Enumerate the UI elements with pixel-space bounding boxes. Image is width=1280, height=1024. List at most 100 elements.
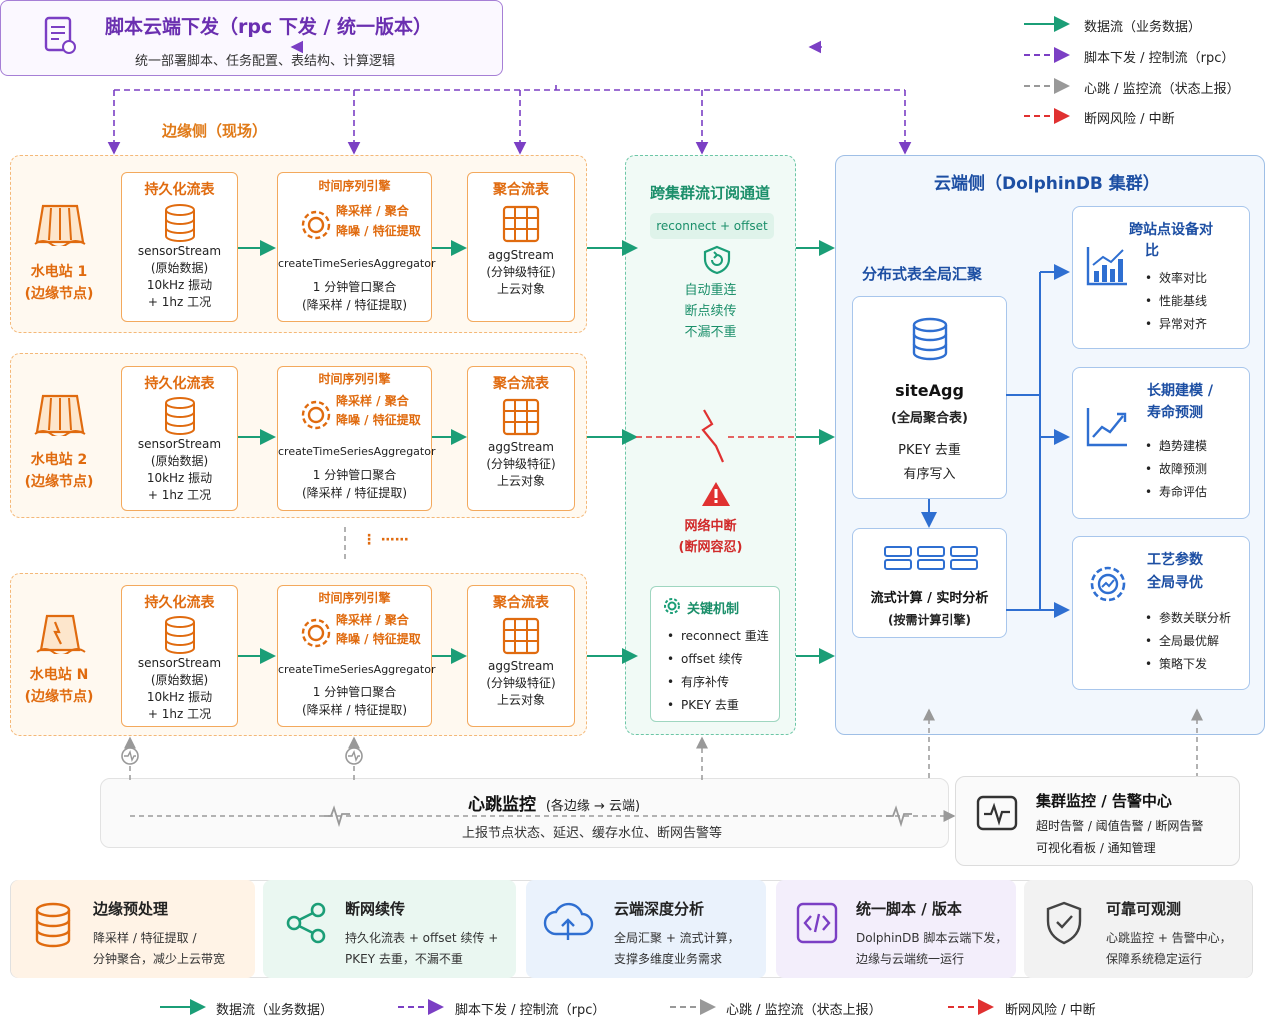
cross-cluster-channel: 跨集群流订阅通道 reconnect + offset 自动重连 断点续传 不漏… bbox=[625, 155, 796, 735]
stream-compute-title: 流式计算 / 实时分析 bbox=[870, 591, 989, 606]
heartbeat-bar bbox=[100, 778, 949, 848]
engine-title: 时间序列引擎 bbox=[318, 591, 391, 605]
hydro-plant-icon bbox=[36, 614, 86, 654]
engine-line-1: 1 分钟管口聚合 bbox=[312, 685, 397, 699]
agg-title: 聚合流表 bbox=[493, 182, 549, 198]
server-rack-icon bbox=[884, 546, 978, 570]
agg-desc: (分钟级特征) bbox=[486, 457, 556, 471]
station-1-label: 水电站 1 (边缘节点) bbox=[11, 261, 107, 305]
database-icon bbox=[164, 616, 195, 654]
station-1-name: 水电站 1 bbox=[30, 264, 88, 280]
code-icon bbox=[796, 902, 838, 944]
panel-1-title: 跨站点设备对 比 bbox=[1129, 222, 1213, 259]
more-stations-ellipsis: ⋮ ⋯⋯ bbox=[362, 532, 409, 548]
alert-line-1: 超时告警 / 阈值告警 / 断网告警 bbox=[1036, 819, 1204, 833]
script-deploy-box: 脚本云端下发（rpc 下发 / 统一版本） 统一部署脚本、任务配置、表结构、计算… bbox=[0, 0, 503, 76]
feature-observability: 可靠可观测 心跳监控 + 告警中心，保障系统稳定运行 bbox=[1024, 880, 1252, 978]
database-icon bbox=[35, 902, 71, 948]
auto-line-2: 断点续传 bbox=[684, 304, 737, 319]
agg-name: aggStream bbox=[487, 440, 554, 454]
list-item: •寿命评估 bbox=[1145, 485, 1208, 499]
station-2-name: 水电站 2 bbox=[30, 452, 88, 468]
agg-target: 上云对象 bbox=[496, 282, 545, 296]
list-item: •趋势建模 bbox=[1145, 439, 1208, 453]
stream-desc: (原始数据) bbox=[150, 673, 209, 687]
distributed-table-title: 分布式表全局汇聚 bbox=[862, 265, 983, 283]
gear-icon bbox=[301, 210, 331, 240]
panel-2-title: 长期建模 / 寿命预测 bbox=[1147, 383, 1213, 421]
legend-data-flow: 数据流（业务数据） bbox=[1084, 20, 1202, 35]
database-icon bbox=[164, 204, 195, 242]
feature-desc: DolphinDB 脚本云端下发，边缘与云端统一运行 bbox=[856, 931, 1008, 966]
mech-item: •offset 续传 bbox=[667, 652, 743, 666]
station-n-name: 水电站 N bbox=[29, 667, 89, 683]
feature-title: 云端深度分析 bbox=[614, 900, 705, 918]
feature-title: 边缘预处理 bbox=[93, 900, 169, 918]
legend-break-risk: 断网风险 / 中断 bbox=[1084, 112, 1175, 127]
engine-line-2: (降采样 / 特征提取) bbox=[301, 486, 408, 500]
feature-desc: 持久化流表 + offset 续传 +PKEY 去重，不漏不重 bbox=[345, 931, 499, 966]
stream-compute-sub: (按需计算引擎) bbox=[888, 613, 971, 627]
site-agg-order: 有序写入 bbox=[903, 467, 956, 482]
list-item: •效率对比 bbox=[1145, 271, 1208, 285]
engine-line-2: (降采样 / 特征提取) bbox=[301, 298, 408, 312]
monitor-pulse-icon bbox=[976, 795, 1018, 831]
agg-name: aggStream bbox=[487, 248, 554, 262]
heartbeat-title: 心跳监控 bbox=[468, 795, 536, 815]
edge-row-station-2: 水电站 2 (边缘节点) 持久化流表 sensorStream (原始数据) 1… bbox=[10, 353, 587, 518]
engine-line-1: 1 分钟管口聚合 bbox=[312, 468, 397, 482]
engine-title: 时间序列引擎 bbox=[318, 372, 391, 386]
cloud-cluster-panel: 云端侧（DolphinDB 集群） 分布式表全局汇聚 siteAgg (全局聚合… bbox=[835, 155, 1265, 735]
heartbeat-desc: 上报节点状态、延迟、缓存水位、断网告警等 bbox=[462, 826, 723, 841]
edge-row-station-n: 水电站 N (边缘节点) 持久化流表 sensorStream (原始数据) 1… bbox=[10, 573, 587, 736]
list-item: •全局最优解 bbox=[1145, 634, 1220, 648]
stream-desc: (原始数据) bbox=[150, 454, 209, 468]
legend-break-risk: 断网风险 / 中断 bbox=[1005, 1003, 1096, 1018]
feature-resume-transfer: 断网续传 持久化流表 + offset 续传 +PKEY 去重，不漏不重 bbox=[263, 880, 516, 978]
site-agg-name: siteAgg bbox=[895, 381, 964, 400]
agg-stream-table-card: 聚合流表 aggStream (分钟级特征) 上云对象 bbox=[467, 585, 575, 727]
pulse-node-icon bbox=[121, 747, 139, 765]
engine-sub-2: 降噪 / 特征提取 bbox=[336, 413, 421, 427]
stream-vibration: 10kHz 振动 bbox=[146, 690, 213, 704]
agg-name: aggStream bbox=[487, 659, 554, 673]
pulse-node-icon bbox=[345, 747, 363, 765]
alert-line-2: 可视化看板 / 通知管理 bbox=[1036, 841, 1156, 855]
heartbeat-title-sub: (各边缘 → 云端) bbox=[545, 799, 641, 814]
legend-data-flow: 数据流（业务数据） bbox=[216, 1003, 334, 1018]
panel-3-title: 工艺参数 全局寻优 bbox=[1147, 552, 1203, 591]
legend-control-flow: 脚本下发 / 控制流（rpc） bbox=[1084, 51, 1235, 66]
pulse-icon bbox=[886, 805, 912, 828]
mech-item: •PKEY 去重 bbox=[667, 698, 739, 712]
process-optimization-card: 工艺参数 全局寻优 •参数关联分析 •全局最优解 •策略下发 bbox=[1072, 536, 1250, 690]
engine-line-2: (降采样 / 特征提取) bbox=[301, 703, 408, 717]
engine-title: 时间序列引擎 bbox=[318, 179, 391, 193]
panel-3-list: •参数关联分析 •全局最优解 •策略下发 bbox=[1145, 607, 1231, 676]
site-agg-desc: (全局聚合表) bbox=[891, 411, 968, 426]
key-mechanism-list: •reconnect 重连 •offset 续传 •有序补传 •PKEY 去重 bbox=[667, 625, 769, 717]
legend-control-flow: 脚本下发 / 控制流（rpc） bbox=[455, 1003, 606, 1018]
reconnect-offset-badge: reconnect + offset bbox=[650, 213, 774, 239]
break-line-2: (断网容忍) bbox=[678, 540, 743, 555]
persistent-stream-title: 持久化流表 bbox=[144, 182, 215, 198]
auto-line-3: 不漏不重 bbox=[684, 325, 737, 340]
edge-side-title: 边缘侧（现场） bbox=[162, 122, 268, 140]
script-deploy-title: 脚本云端下发（rpc 下发 / 统一版本） bbox=[105, 16, 433, 38]
station-n-role: (边缘节点) bbox=[24, 689, 94, 705]
time-series-engine-card: 时间序列引擎 降采样 / 聚合 降噪 / 特征提取 createTimeSeri… bbox=[277, 366, 436, 511]
list-item: •异常对齐 bbox=[1145, 317, 1208, 331]
stream-name: sensorStream bbox=[137, 656, 222, 670]
engine-sub-1: 降采样 / 聚合 bbox=[336, 394, 409, 408]
time-series-engine-card: 时间序列引擎 降采样 / 聚合 降噪 / 特征提取 createTimeSeri… bbox=[277, 172, 436, 322]
engine-sub-2: 降噪 / 特征提取 bbox=[336, 632, 421, 646]
grid-table-icon bbox=[502, 617, 540, 655]
station-2-role: (边缘节点) bbox=[24, 474, 94, 490]
stream-desc: (原始数据) bbox=[150, 261, 209, 275]
pulse-icon bbox=[324, 805, 350, 828]
warning-icon bbox=[702, 482, 730, 506]
legend-heartbeat-flow: 心跳 / 监控流（状态上报） bbox=[726, 1003, 882, 1018]
long-term-modeling-card: 长期建模 / 寿命预测 •趋势建模 •故障预测 •寿命评估 bbox=[1072, 367, 1250, 519]
agg-target: 上云对象 bbox=[496, 693, 545, 707]
feature-desc: 全局汇聚 + 流式计算，支撑多维度业务需求 bbox=[614, 931, 740, 966]
persistent-stream-table-card: 持久化流表 sensorStream (原始数据) 10kHz 振动 + 1hz… bbox=[121, 366, 238, 511]
